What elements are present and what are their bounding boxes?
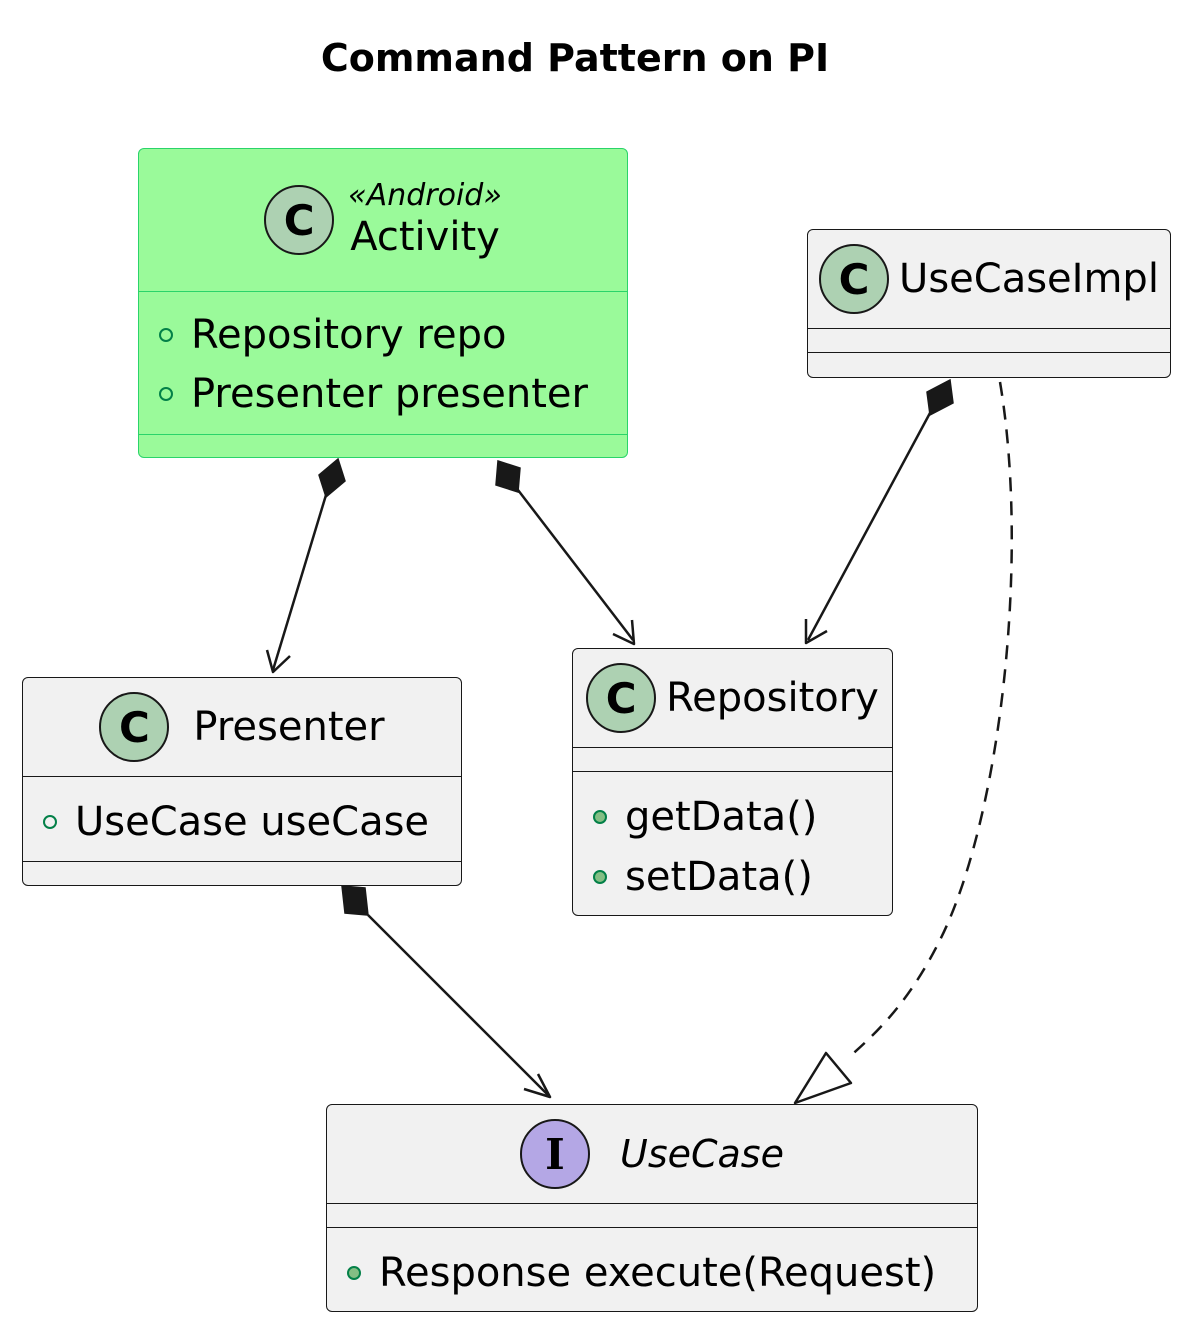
class-name: UseCaseImpl <box>899 256 1159 302</box>
edge-usecaseimpl-repository <box>806 412 932 641</box>
class-icon: C <box>99 692 170 762</box>
divider <box>808 352 1170 353</box>
diamond-usecaseimpl-repository <box>926 378 954 417</box>
arrow-repository-left <box>612 619 636 646</box>
arrow-usecase <box>523 1073 552 1099</box>
class-name: Repository <box>666 675 879 721</box>
field-presenter-presenter: Presenter presenter <box>159 370 588 418</box>
edge-activity-repository <box>517 489 634 641</box>
method-execute: Response execute(Request) <box>347 1249 936 1297</box>
interface-name: UseCase <box>620 1132 784 1176</box>
field-usecase-usecase: UseCase useCase <box>43 798 429 846</box>
edge-presenter-usecase <box>367 914 549 1096</box>
public-field-icon <box>159 328 173 342</box>
class-usecaseimpl: C UseCaseImpl <box>807 229 1171 378</box>
interface-usecase: I UseCase Response execute(Request) <box>326 1104 978 1312</box>
method-setdata: setData() <box>593 853 813 901</box>
public-field-icon <box>159 387 173 401</box>
class-presenter-header: C Presenter <box>23 678 461 776</box>
divider <box>139 434 627 435</box>
divider <box>808 328 1170 329</box>
class-activity-header: C «Android» Activity <box>139 149 627 291</box>
class-name: Presenter <box>193 704 385 750</box>
field-repository-repo: Repository repo <box>159 311 506 359</box>
class-repository-header: C Repository <box>573 649 892 747</box>
diagram-title: Command Pattern on PI <box>320 36 830 80</box>
realization-triangle <box>793 1051 853 1105</box>
diamond-activity-presenter <box>318 457 346 499</box>
stereotype-label: «Android» <box>348 178 502 213</box>
divider <box>327 1227 977 1228</box>
class-repository: C Repository getData() setData() <box>572 648 893 916</box>
interface-usecase-header: I UseCase <box>327 1105 977 1203</box>
class-icon: C <box>586 663 657 733</box>
diamond-activity-repository <box>495 460 521 493</box>
divider <box>573 747 892 748</box>
interface-icon: I <box>520 1119 590 1189</box>
class-presenter: C Presenter UseCase useCase <box>22 677 462 886</box>
divider <box>327 1203 977 1204</box>
public-field-icon <box>43 815 57 829</box>
public-method-icon <box>593 810 607 824</box>
public-method-icon <box>347 1266 361 1280</box>
divider <box>573 771 892 772</box>
method-getdata: getData() <box>593 793 817 841</box>
class-activity: C «Android» Activity Repository repo Pre… <box>138 148 628 458</box>
class-icon: C <box>264 185 335 255</box>
public-method-icon <box>593 870 607 884</box>
class-usecaseimpl-header: C UseCaseImpl <box>808 230 1170 328</box>
divider <box>23 861 461 862</box>
class-name: Activity <box>350 214 500 260</box>
diamond-presenter-usecase <box>341 885 369 916</box>
edge-activity-presenter <box>271 494 328 671</box>
edge-usecaseimpl-usecase <box>847 381 1013 1059</box>
arrow-presenter <box>265 649 291 674</box>
divider <box>139 291 627 292</box>
arrow-repository-right <box>804 619 828 645</box>
divider <box>23 776 461 777</box>
class-icon: C <box>819 244 890 314</box>
